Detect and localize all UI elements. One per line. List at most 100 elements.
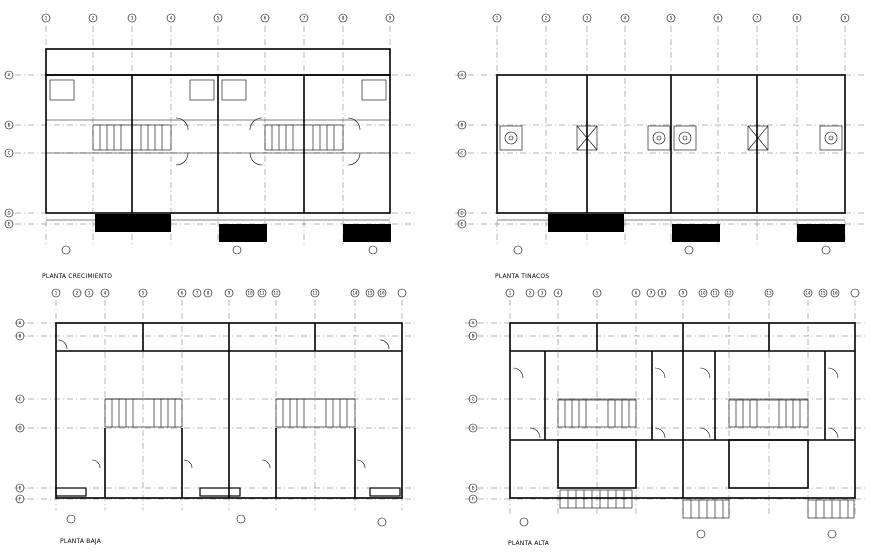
axis-label-x: 11 bbox=[712, 291, 718, 296]
section-markers bbox=[513, 245, 831, 255]
bottom-fixtures bbox=[55, 487, 401, 497]
axis-label-x: 1 bbox=[45, 16, 48, 21]
plan-caption: PLANTA CRECIMIENTO bbox=[42, 273, 112, 280]
axis-label-x: 8 bbox=[661, 291, 664, 296]
axis-label-x: 16 bbox=[379, 291, 385, 296]
axis-label-x: 3 bbox=[131, 16, 134, 21]
axis-label-y: B bbox=[19, 334, 22, 339]
axis-label-x: 11 bbox=[259, 291, 265, 296]
axis-label-y: E bbox=[472, 486, 475, 491]
section-markers bbox=[519, 517, 837, 539]
axis-label-x: 6 bbox=[635, 291, 638, 296]
axis-label-x: 8 bbox=[796, 16, 799, 21]
plan-tinacos: PLANTA TINACOS bbox=[455, 13, 865, 280]
axis-label-x: 3 bbox=[541, 291, 544, 296]
axis-label-y: A bbox=[19, 321, 22, 326]
axis-label-y: E bbox=[8, 222, 11, 227]
walls bbox=[509, 322, 856, 499]
axis-label-x: 9 bbox=[228, 291, 231, 296]
axis-label-x: 10 bbox=[700, 291, 706, 296]
axis-label-y: C bbox=[19, 397, 22, 402]
walls bbox=[45, 48, 391, 221]
axis-bubbles bbox=[457, 13, 850, 229]
axis-label-x: 9 bbox=[389, 16, 392, 21]
stairs bbox=[92, 124, 344, 151]
walls bbox=[496, 74, 846, 221]
axis-bubbles bbox=[15, 288, 407, 504]
stairs bbox=[104, 398, 356, 428]
axis-label-x: 2 bbox=[76, 291, 79, 296]
axis-label-x: 6 bbox=[264, 16, 267, 21]
axis-label-x: 4 bbox=[104, 291, 107, 296]
axis-label-y: E bbox=[19, 486, 22, 491]
axis-label-x: 3 bbox=[88, 291, 91, 296]
axis-label-x: 15 bbox=[367, 291, 373, 296]
axis-label-y: D bbox=[460, 211, 463, 216]
axis-label-y: B bbox=[8, 123, 11, 128]
axis-label-x: 4 bbox=[170, 16, 173, 21]
axis-label-y: F bbox=[19, 497, 22, 502]
water-tanks bbox=[499, 125, 843, 151]
axis-bubbles bbox=[4, 13, 395, 229]
slab-bands bbox=[95, 214, 391, 242]
axis-label-y: D bbox=[18, 426, 21, 431]
axis-label-y: B bbox=[461, 123, 464, 128]
plan-baja: PLANTA BAJA bbox=[15, 288, 415, 545]
axis-label-x: 7 bbox=[303, 16, 306, 21]
section-markers bbox=[61, 245, 378, 255]
door-swings bbox=[512, 367, 839, 439]
axis-label-x: 7 bbox=[756, 16, 759, 21]
grid-axes bbox=[465, 300, 865, 515]
axis-label-x: 12 bbox=[273, 291, 279, 296]
axis-label-x: 15 bbox=[820, 291, 826, 296]
stairs bbox=[557, 399, 809, 428]
axis-label-x: 2 bbox=[92, 16, 95, 21]
axis-label-y: E bbox=[461, 222, 464, 227]
slab-bands bbox=[548, 214, 845, 242]
axis-label-x: 12 bbox=[726, 291, 732, 296]
axis-label-x: 5 bbox=[670, 16, 673, 21]
axis-label-x: 10 bbox=[247, 291, 253, 296]
axis-label-y: A bbox=[461, 73, 464, 78]
axis-label-x: 9 bbox=[682, 291, 685, 296]
axis-label-x: 8 bbox=[207, 291, 210, 296]
axis-label-x: 7 bbox=[650, 291, 653, 296]
axis-label-x: 14 bbox=[805, 291, 811, 296]
balconies bbox=[559, 489, 855, 519]
axis-label-x: 5 bbox=[217, 16, 220, 21]
axis-label-x: 1 bbox=[496, 16, 499, 21]
axis-label-y: A bbox=[8, 73, 11, 78]
axis-bubbles bbox=[468, 288, 860, 504]
axis-label-x: 4 bbox=[624, 16, 627, 21]
axis-label-x: 7 bbox=[196, 291, 199, 296]
axis-label-y: C bbox=[461, 151, 464, 156]
axis-label-x: 2 bbox=[545, 16, 548, 21]
axis-label-x: 16 bbox=[832, 291, 838, 296]
axis-label-x: 1 bbox=[509, 291, 512, 296]
axis-label-y: B bbox=[472, 334, 475, 339]
axis-label-y: F bbox=[472, 497, 475, 502]
grid-axes bbox=[15, 26, 415, 245]
door-swings bbox=[175, 117, 361, 166]
axis-label-x: 6 bbox=[717, 16, 720, 21]
axis-label-x: 13 bbox=[312, 291, 318, 296]
plan-caption: PLANTA TINACOS bbox=[495, 273, 549, 280]
axis-label-x: 5 bbox=[596, 291, 599, 296]
axis-label-y: D bbox=[471, 426, 474, 431]
axis-label-y: C bbox=[8, 151, 11, 156]
axis-label-x: 5 bbox=[142, 291, 145, 296]
axis-label-y: D bbox=[7, 211, 10, 216]
axis-label-y: A bbox=[472, 321, 475, 326]
axis-label-x: 13 bbox=[766, 291, 772, 296]
axis-label-x: 14 bbox=[352, 291, 358, 296]
axis-label-x: 1 bbox=[55, 291, 58, 296]
axis-label-x: 3 bbox=[586, 16, 589, 21]
walls bbox=[55, 322, 403, 499]
axis-label-x: 6 bbox=[181, 291, 184, 296]
plan-caption: PLANTA ALTA bbox=[508, 540, 550, 547]
plan-crecimiento: PLANTA CRECIMIENTO bbox=[4, 13, 415, 280]
axis-label-x: 8 bbox=[342, 16, 345, 21]
plan-alta: PLANTA ALTA bbox=[465, 288, 865, 547]
